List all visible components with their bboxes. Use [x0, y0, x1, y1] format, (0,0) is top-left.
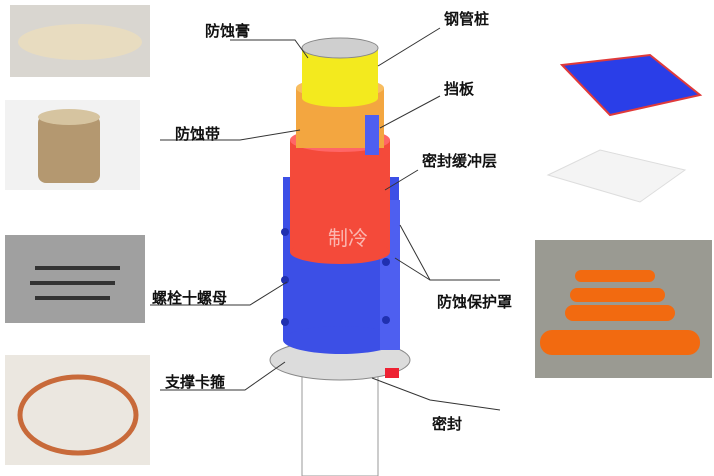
leader-lines — [150, 27, 501, 411]
label-protective-cover: 防蚀保护罩 — [437, 293, 513, 311]
orange-covers — [540, 270, 700, 355]
white-pad-photo — [546, 149, 687, 203]
watermark: 制冷 — [328, 226, 368, 250]
label-baffle: 挡板 — [444, 80, 475, 98]
label-bolt-nut: 螺栓十螺母 — [152, 289, 228, 307]
clamp-bolt — [385, 368, 399, 378]
bolts-photo — [5, 235, 145, 323]
tape-roll-top — [38, 109, 100, 125]
clamp-photo — [5, 355, 150, 465]
bolts — [30, 266, 120, 300]
tape-roll — [38, 115, 100, 183]
label-seal-buffer-layer: 密封缓冲层 — [422, 152, 498, 170]
paste-bottom — [302, 89, 378, 107]
baffle — [365, 115, 379, 155]
steel-pile-top — [301, 37, 379, 59]
label-anticorrosion-paste: 防蚀膏 — [205, 22, 251, 40]
buffer-bottom — [290, 240, 390, 264]
cover-bottom — [283, 326, 399, 354]
seal-buffer-layer — [290, 140, 390, 252]
clamp-ring — [17, 374, 139, 456]
paste-bag — [18, 24, 142, 60]
label-support-clamp: 支撑卡箍 — [165, 373, 226, 391]
bolt-heads — [281, 228, 390, 326]
blue-sheet-photo — [559, 53, 703, 117]
label-anticorrosion-tape: 防蚀带 — [175, 125, 221, 143]
label-seal: 密封 — [432, 415, 463, 433]
label-steel-pipe-pile: 钢管桩 — [444, 10, 490, 28]
